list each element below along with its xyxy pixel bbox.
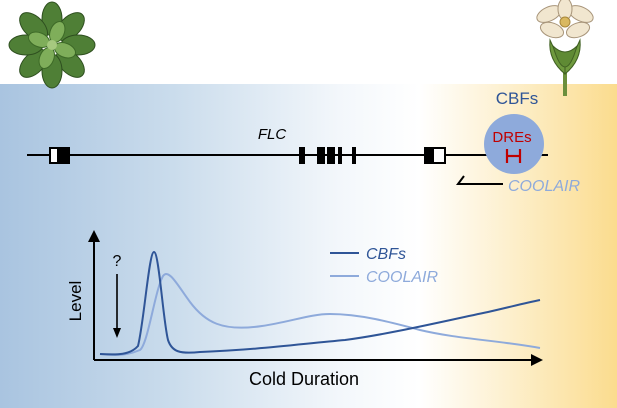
flowering-plant-icon [536, 0, 594, 96]
plot-axes [88, 230, 543, 366]
coolair-curve [99, 273, 541, 356]
gene-name-label: FLC [258, 126, 287, 143]
exon-5 [338, 147, 342, 164]
plot-legend: CBFs COOLAIR [330, 246, 438, 286]
exon-6 [352, 147, 356, 164]
gene-model: FLC [27, 126, 548, 164]
legend-label-cbfs: CBFs [366, 246, 406, 263]
exon-7-utr [432, 147, 446, 164]
legend-label-coolair: COOLAIR [366, 269, 438, 286]
x-axis-label: Cold Duration [249, 369, 359, 389]
exon-7 [424, 147, 433, 164]
rosette-plant-icon [8, 1, 96, 89]
exon-3 [317, 147, 325, 164]
exon-2 [299, 147, 305, 164]
y-axis-label: Level [66, 281, 85, 322]
question-mark-annotation: ? [113, 253, 122, 270]
dres-element-label: DREs [492, 129, 531, 146]
downward-arrow-icon [113, 274, 121, 338]
antisense-arrow [456, 175, 503, 185]
dre-site-marker [505, 149, 522, 163]
exon-1-utr [49, 147, 59, 164]
cbfs-factor-label: CBFs [496, 89, 539, 108]
cbfs-curve [99, 250, 541, 356]
exon-4 [327, 147, 335, 164]
dre-binding-circle [484, 114, 544, 174]
exon-1 [58, 147, 70, 164]
coolair-transcript-label: COOLAIR [508, 178, 580, 195]
